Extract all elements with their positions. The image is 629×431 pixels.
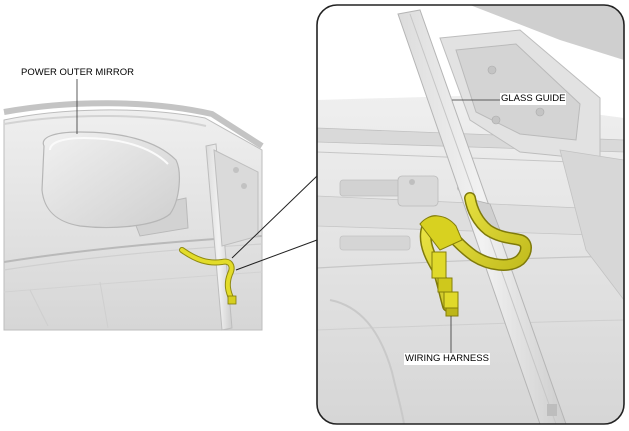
label-glass-guide: GLASS GUIDE [500, 93, 567, 105]
label-power-outer-mirror: POWER OUTER MIRROR [20, 67, 135, 79]
window-frame [3, 100, 264, 149]
overview-view [3, 79, 264, 331]
zoom-line-lower [235, 239, 318, 271]
label-wiring-harness: WIRING HARNESS [404, 353, 490, 365]
power-outer-mirror [41, 131, 189, 237]
detail-frame [316, 4, 625, 425]
overview-harness [179, 247, 237, 305]
zoom-line-upper [231, 175, 318, 259]
wiring-harness [419, 192, 532, 317]
